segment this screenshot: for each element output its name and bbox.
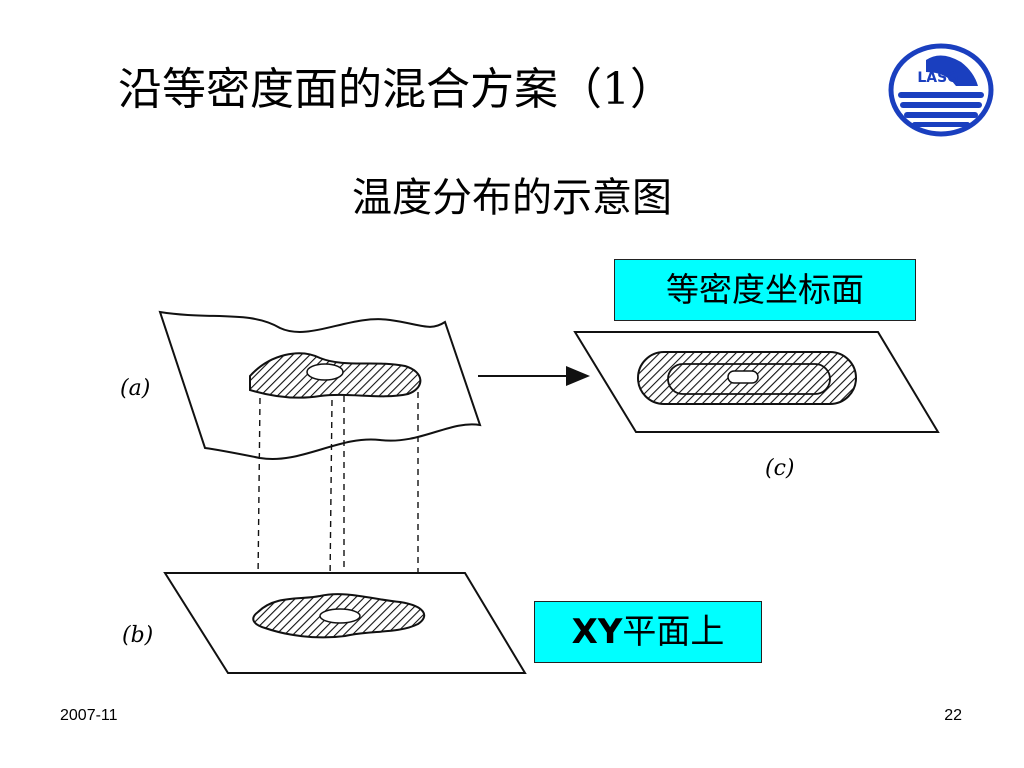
panel-label-b: (b) [122, 623, 153, 648]
xy-callout-rest: 平面上 [622, 612, 725, 652]
inner-contour-a [306, 363, 344, 381]
mixing-diagram: (a) (b) (c) [120, 310, 940, 674]
footer-date: 2007-11 [60, 707, 118, 724]
isopycnal-surface-callout: 等密度坐标面 [614, 259, 916, 321]
middle-contour-c [667, 363, 831, 395]
slide-subtitle: 温度分布的示意图 [352, 175, 672, 221]
panel-label-a: (a) [120, 376, 150, 401]
slide-title: 沿等密度面的混合方案（1） [118, 64, 674, 115]
inner-contour-c [727, 370, 759, 384]
projection-lines [257, 392, 419, 583]
panel-label-c: (c) [765, 456, 795, 481]
inner-contour-b [319, 608, 361, 624]
xy-plane-callout: XY平面上 [534, 601, 762, 663]
arrow-a-to-c [478, 366, 590, 386]
logo-text: LASG [917, 70, 958, 86]
xy-callout-bold: XY [571, 612, 623, 652]
footer-page-number: 22 [944, 707, 962, 724]
lasg-logo: LASG [888, 43, 994, 137]
